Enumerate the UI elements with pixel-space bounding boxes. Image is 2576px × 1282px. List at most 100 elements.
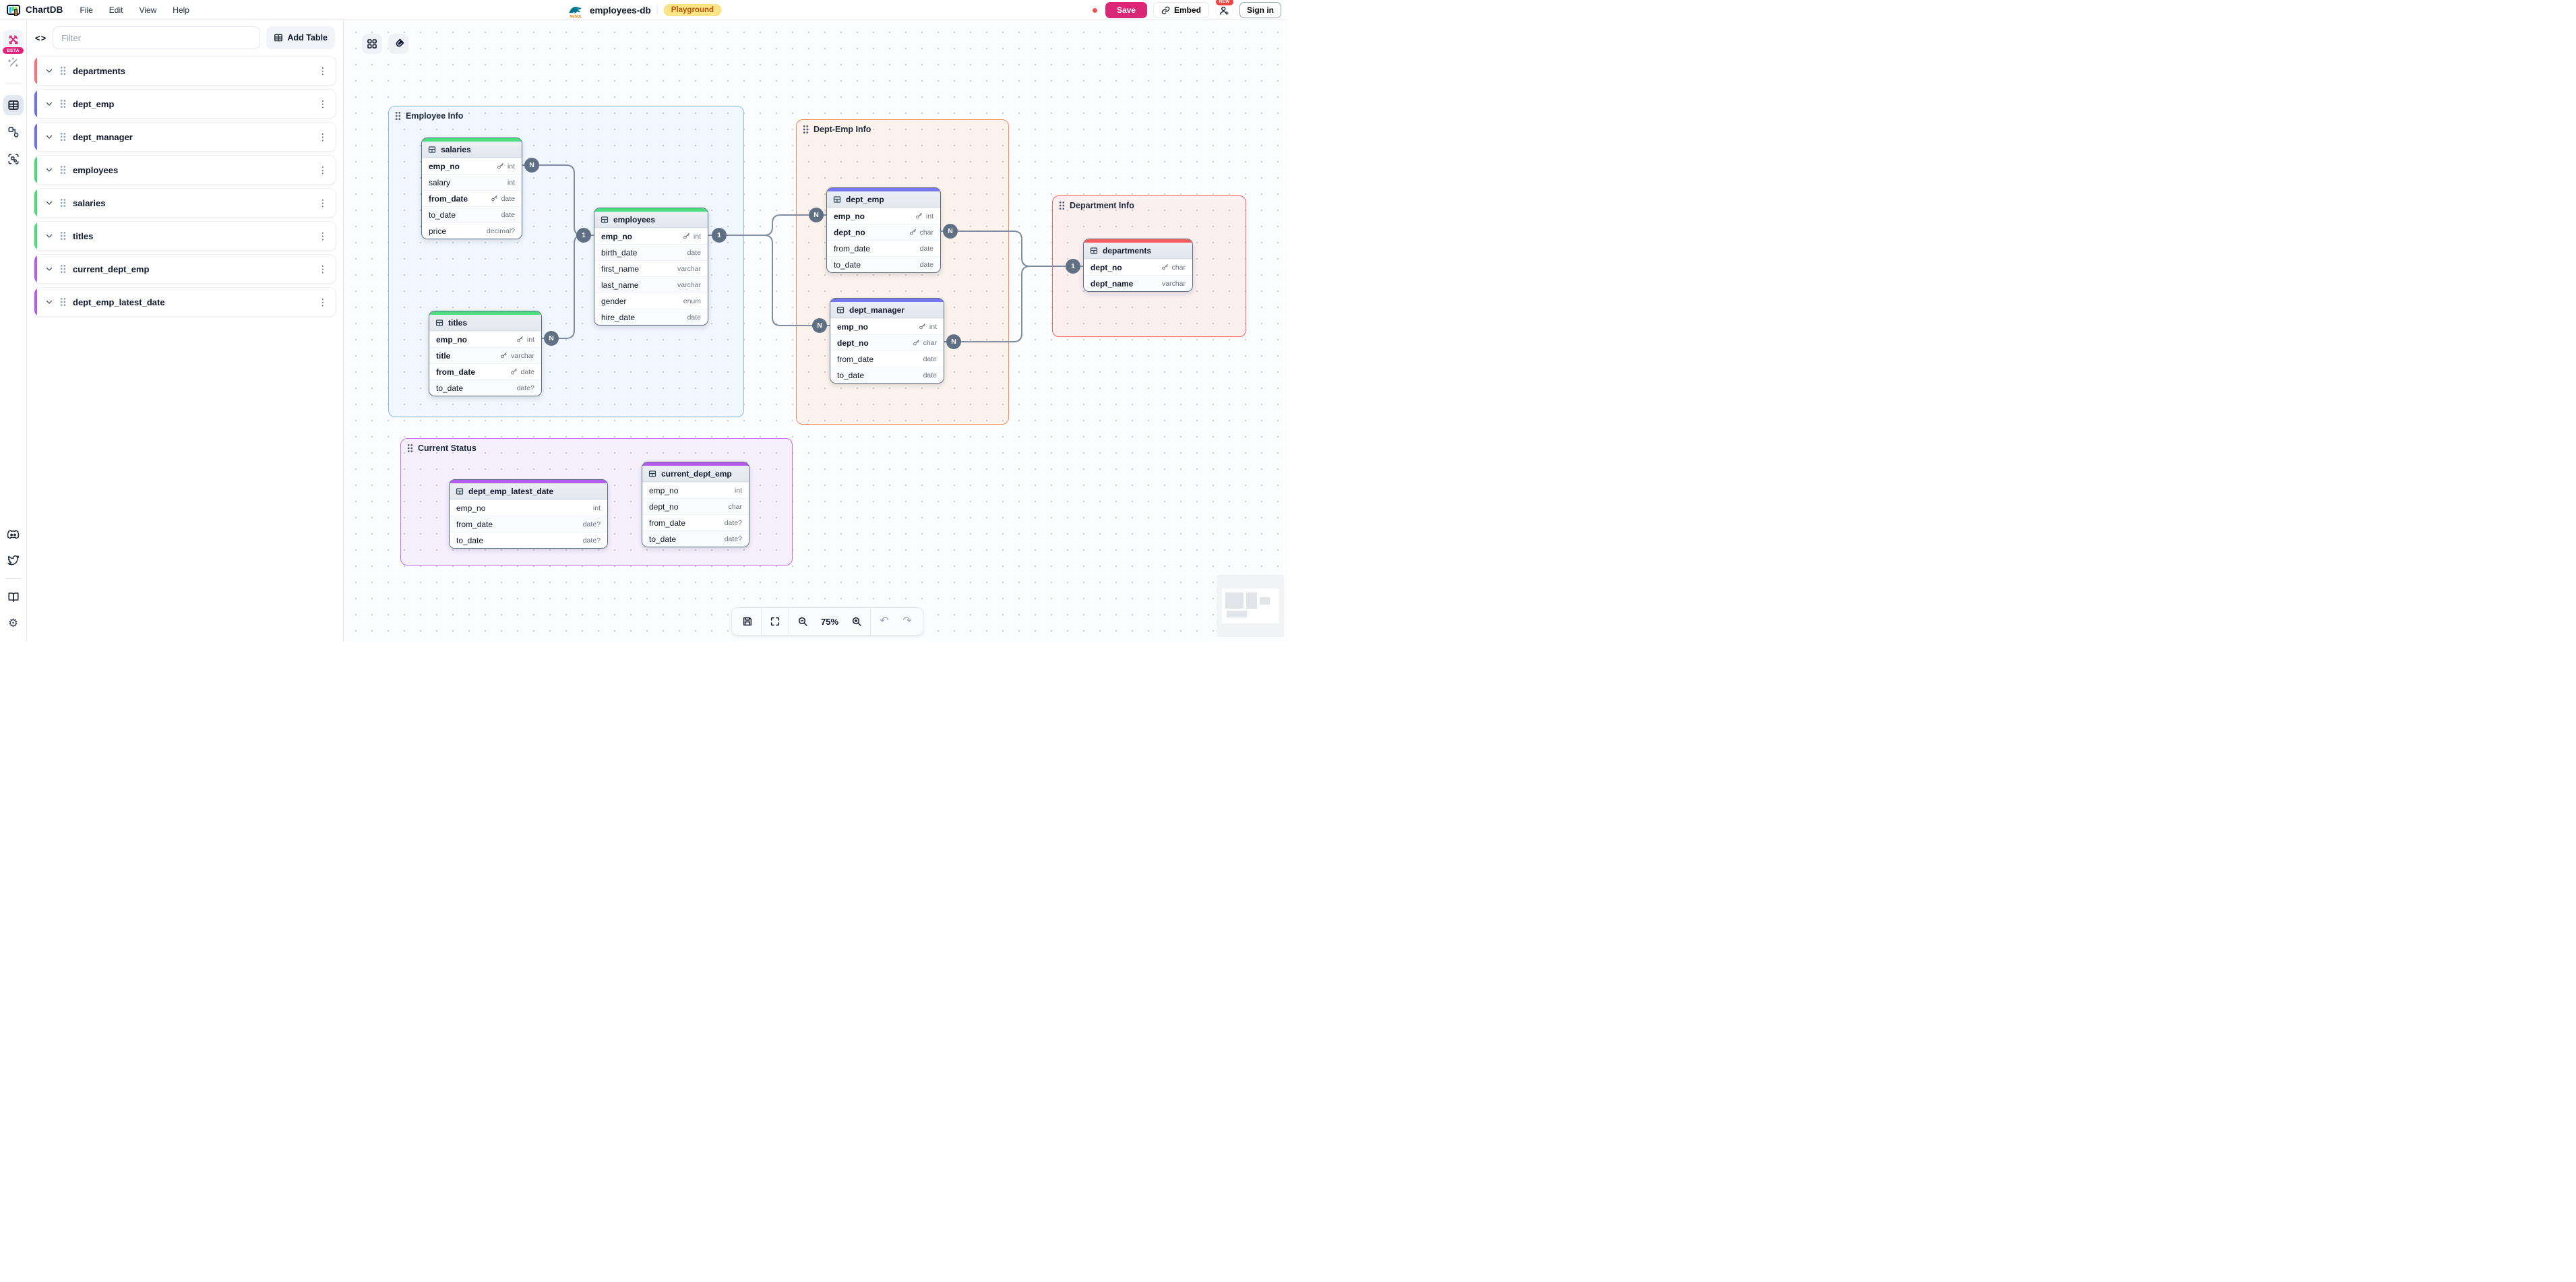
er-table-header[interactable]: current_dept_emp — [642, 466, 749, 482]
diagram-editor-button[interactable] — [3, 30, 24, 50]
er-table-header[interactable]: titles — [429, 315, 541, 331]
sign-in-button[interactable]: Sign in — [1239, 2, 1281, 18]
relationships-panel-button[interactable] — [3, 122, 24, 142]
minimap-block — [1246, 592, 1257, 609]
filter-input[interactable] — [53, 26, 260, 49]
drag-handle-icon[interactable] — [60, 198, 66, 208]
minimap[interactable] — [1217, 575, 1284, 637]
snap-to-grid-button[interactable] — [388, 34, 408, 54]
menu-bar: File Edit View Help — [73, 3, 195, 18]
diagram-title[interactable]: employees-db — [589, 5, 651, 16]
chevron-down-icon[interactable] — [45, 133, 53, 141]
sidebar-table-row[interactable]: titles⋮ — [34, 221, 336, 251]
er-table-header[interactable]: employees — [594, 212, 708, 228]
table-menu-button[interactable]: ⋮ — [318, 263, 328, 274]
er-table-header[interactable]: salaries — [422, 142, 522, 158]
drag-handle-icon[interactable] — [60, 165, 66, 175]
chevron-down-icon[interactable] — [45, 67, 53, 75]
chevron-down-icon[interactable] — [45, 100, 53, 108]
sidebar-table-row[interactable]: employees⋮ — [34, 155, 336, 185]
menu-edit[interactable]: Edit — [109, 5, 123, 15]
table-menu-button[interactable]: ⋮ — [318, 98, 328, 109]
zoom-out-button[interactable] — [791, 611, 814, 632]
beta-badge: BETA — [3, 47, 24, 54]
drag-handle-icon[interactable] — [60, 66, 66, 75]
chevron-down-icon[interactable] — [45, 298, 53, 306]
drag-handle-icon[interactable] — [60, 264, 66, 274]
field-type: date? — [582, 536, 601, 545]
ai-wand-button[interactable] — [3, 53, 24, 73]
table-icon — [428, 146, 436, 154]
drag-handle-icon[interactable] — [803, 125, 809, 134]
chevron-down-icon[interactable] — [45, 232, 53, 240]
discord-link-button[interactable] — [3, 524, 24, 545]
drag-handle-icon[interactable] — [407, 444, 413, 453]
undo-button[interactable]: ↶ — [873, 611, 896, 632]
drag-handle-icon[interactable] — [1059, 201, 1065, 210]
field-name: emp_no — [601, 231, 633, 241]
menu-view[interactable]: View — [139, 5, 157, 15]
sidebar-table-row[interactable]: dept_emp ⋮ — [34, 89, 336, 119]
primary-key-icon — [500, 352, 508, 359]
code-view-toggle[interactable]: <> — [35, 32, 47, 43]
table-menu-button[interactable]: ⋮ — [318, 65, 328, 76]
embed-button[interactable]: Embed — [1153, 2, 1209, 18]
er-table-header[interactable]: dept_emp_latest_date — [450, 483, 607, 499]
sidebar-table-row[interactable]: dept_emp_latest_date⋮ — [34, 287, 336, 317]
sidebar-table-row[interactable]: current_dept_emp⋮ — [34, 254, 336, 284]
drag-handle-icon[interactable] — [60, 297, 66, 307]
zoom-level[interactable]: 75% — [821, 616, 839, 627]
field-type: date — [919, 244, 933, 253]
tables-panel-button[interactable] — [3, 95, 24, 115]
table-menu-button[interactable]: ⋮ — [318, 197, 328, 208]
menu-help[interactable]: Help — [173, 5, 189, 15]
cardinality-badge: N — [544, 331, 559, 346]
er-table-header[interactable]: dept_manager — [830, 302, 944, 318]
drag-handle-icon[interactable] — [60, 132, 66, 142]
docs-button[interactable] — [3, 587, 24, 607]
table-menu-button[interactable]: ⋮ — [318, 230, 328, 241]
redo-button[interactable]: ↷ — [896, 611, 919, 632]
table-name: dept_emp — [73, 98, 115, 109]
twitter-link-button[interactable] — [3, 550, 24, 570]
view-options-button[interactable] — [362, 34, 382, 54]
areas-panel-button[interactable] — [3, 149, 24, 169]
drag-handle-icon[interactable] — [60, 99, 66, 109]
field-name: to_date — [837, 370, 865, 380]
table-accent-strip — [830, 299, 944, 302]
er-table-header[interactable]: dept_emp — [827, 191, 940, 208]
add-table-button[interactable]: Add Table — [266, 26, 335, 49]
zoom-in-button[interactable] — [845, 611, 868, 632]
fit-view-button[interactable] — [764, 611, 787, 632]
chevron-down-icon[interactable] — [45, 166, 53, 174]
field-name: birth_date — [601, 247, 638, 257]
divider — [656, 5, 658, 16]
sidebar-table-row[interactable]: salaries⋮ — [34, 188, 336, 218]
sidebar-table-row[interactable]: departments ⋮ — [34, 56, 336, 86]
table-menu-button[interactable]: ⋮ — [318, 164, 328, 175]
save-button[interactable]: Save — [1105, 2, 1147, 18]
chevron-down-icon[interactable] — [45, 265, 53, 273]
sidebar-table-row[interactable]: dept_manager⋮ — [34, 122, 336, 152]
table-menu-button[interactable]: ⋮ — [318, 131, 328, 142]
save-diagram-button[interactable] — [736, 611, 759, 632]
drag-handle-icon[interactable] — [60, 231, 66, 241]
er-table-header[interactable]: departments — [1084, 243, 1192, 259]
drag-handle-icon[interactable] — [395, 111, 401, 121]
settings-button[interactable]: ⚙ — [3, 613, 24, 633]
menu-file[interactable]: File — [80, 5, 93, 15]
chevron-down-icon[interactable] — [45, 199, 53, 207]
table-menu-button[interactable]: ⋮ — [318, 296, 328, 307]
primary-key-icon — [1161, 264, 1169, 271]
table-name: departments — [73, 65, 126, 76]
